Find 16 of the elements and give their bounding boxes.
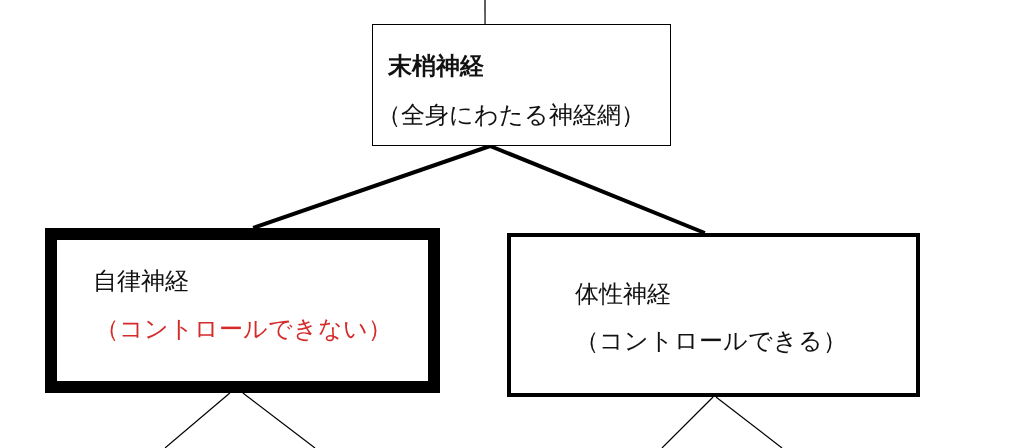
connector-line [242, 392, 316, 448]
category-box [507, 233, 920, 397]
note-text: （全身にわたる神経網） [377, 101, 645, 130]
category-box [372, 24, 671, 146]
note-text: （コントロールできる） [575, 327, 847, 356]
connector-line [484, 0, 486, 25]
connector-line [164, 392, 231, 448]
note-text: （コントロールできない） [95, 315, 392, 344]
connector-line [661, 396, 714, 448]
connector-line [715, 396, 783, 448]
connector-line [252, 144, 491, 230]
connector-line [489, 144, 706, 235]
title-text: 末梢神経 [388, 52, 484, 81]
category-box [45, 228, 440, 393]
title-text: 体性神経 [575, 280, 671, 309]
title-text: 自律神経 [93, 267, 189, 296]
